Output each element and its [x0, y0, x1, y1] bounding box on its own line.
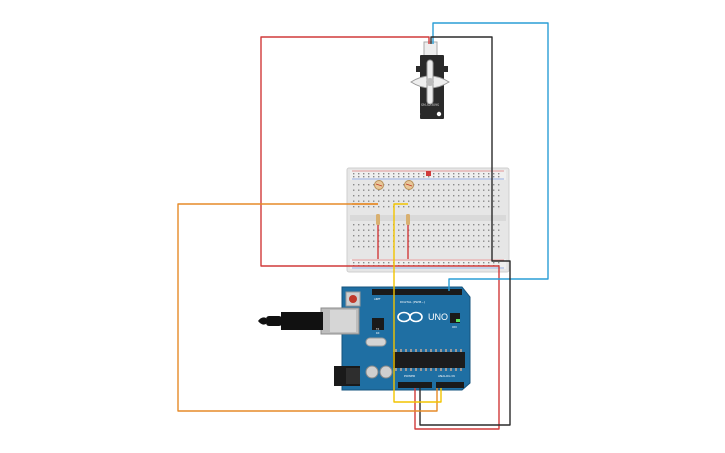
resistor[interactable]: [406, 214, 410, 225]
wire-yellow-analog[interactable]: [393, 203, 442, 403]
servo-horn[interactable]: [410, 59, 450, 105]
wire-red-servo-power[interactable]: [260, 36, 500, 430]
on-label: ON: [452, 325, 457, 329]
tx-label: TX: [376, 327, 380, 331]
arduino-uno-board[interactable]: UNO DIGITAL (PWM~) POWER ANALOG IN ON AR…: [258, 286, 471, 391]
power-label: POWER: [404, 374, 415, 378]
digital-header[interactable]: [372, 289, 462, 295]
wire-orange-analog[interactable]: [177, 203, 438, 412]
rx-label: RX: [376, 331, 380, 335]
wire-blue-servo-signal[interactable]: [432, 22, 549, 291]
usb-cable: [258, 312, 323, 330]
breadboard[interactable]: [346, 167, 510, 273]
capacitor: [379, 365, 393, 379]
led[interactable]: [426, 171, 431, 176]
uno-logo-text: UNO: [428, 312, 448, 322]
power-header[interactable]: [398, 382, 432, 388]
digital-label: DIGITAL (PWM~): [400, 300, 425, 304]
photoresistor[interactable]: [404, 180, 414, 190]
analog-label: ANALOG IN: [438, 374, 455, 378]
servo-motor[interactable]: SM-S2309S: [410, 41, 450, 119]
analog-header[interactable]: [436, 382, 464, 388]
breadboard-holes: [353, 173, 500, 267]
servo-model-label: SM-S2309S: [421, 103, 439, 107]
arduino-logo-icon: [397, 311, 423, 323]
microcontroller-chip: [393, 352, 465, 368]
resistor[interactable]: [376, 214, 380, 225]
aref-label: AREF: [374, 297, 381, 301]
wire-black-servo-ground[interactable]: [419, 36, 511, 426]
capacitor: [365, 365, 379, 379]
photoresistor[interactable]: [374, 180, 384, 190]
